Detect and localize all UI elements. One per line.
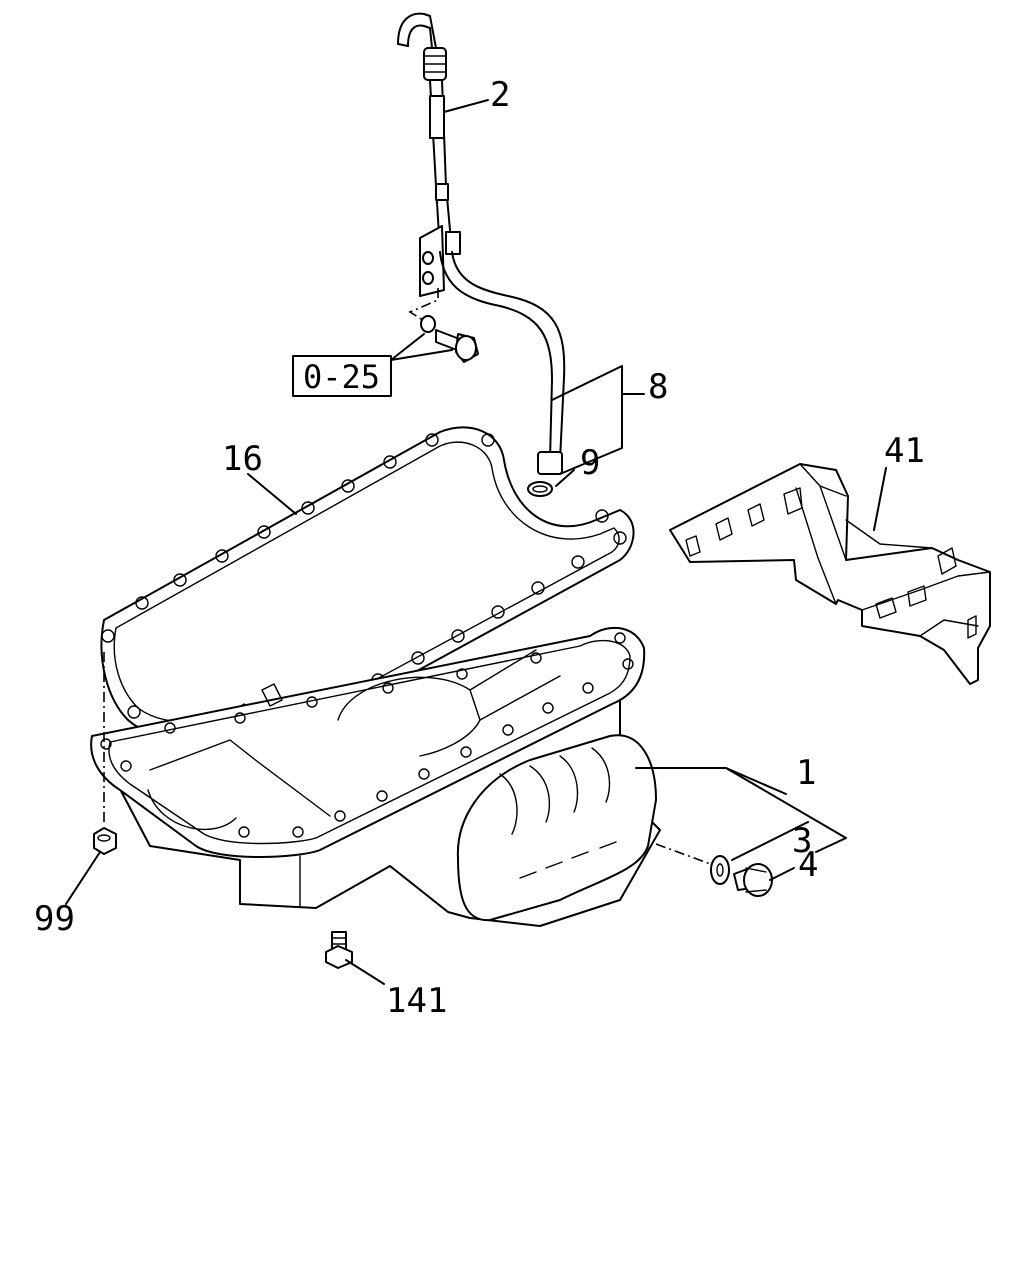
oil-pan-baffle-part — [669, 463, 991, 685]
drain-washer-part — [710, 855, 730, 885]
reference-box — [292, 355, 392, 397]
oil-level-gauge-part — [397, 12, 461, 297]
callout-1: 1 — [796, 753, 816, 793]
leader-lines — [65, 99, 887, 985]
oil-pan-part — [90, 627, 661, 927]
gauge-guide-tube-part — [439, 251, 566, 497]
callout-8: 8 — [648, 367, 668, 407]
drain-plug-part — [733, 863, 773, 897]
callout-4: 4 — [798, 845, 818, 885]
oil-pan-gasket-part — [100, 426, 635, 738]
o-ring-part — [527, 481, 553, 497]
reference-box-label: 0-25 — [303, 358, 380, 396]
callout-16: 16 — [222, 439, 263, 479]
callout-141: 141 — [386, 981, 447, 1021]
callout-3: 3 — [792, 821, 812, 861]
pan-bolt-part — [325, 931, 353, 969]
callout-2: 2 — [490, 75, 510, 115]
bracket-bolt-part — [408, 288, 479, 363]
pan-nut-part — [93, 827, 117, 855]
callout-9: 9 — [580, 443, 600, 483]
callout-99: 99 — [34, 899, 75, 939]
callout-41: 41 — [884, 431, 925, 471]
